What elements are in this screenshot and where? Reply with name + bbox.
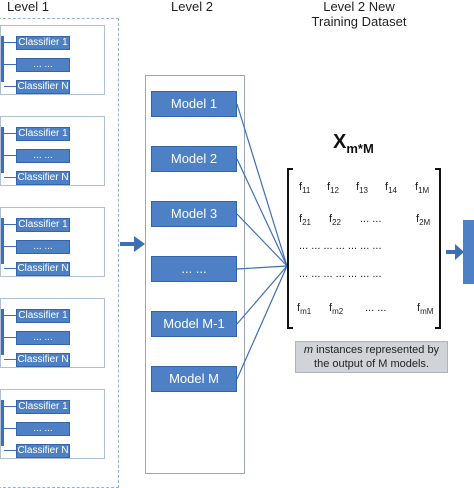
classifier-box: Classifier 1 <box>16 309 70 323</box>
classifier-box: Classifier 1 <box>16 127 70 141</box>
caption-emphasis: m <box>303 344 314 356</box>
arrow-level1-to-level2 <box>120 236 145 252</box>
matrix-cell: f14 <box>385 181 397 196</box>
group-bracket <box>1 127 4 173</box>
model-box-ellipsis: ... ... <box>151 256 237 282</box>
model-box-m: Model M <box>151 366 237 392</box>
classifier-box: Classifier N <box>16 353 70 367</box>
group-connector <box>4 268 16 269</box>
model-box-2: Model 2 <box>151 146 237 172</box>
group-connector <box>4 177 16 178</box>
classifier-box: Classifier 1 <box>16 400 70 414</box>
matrix-label: Xm*M <box>333 131 374 156</box>
matrix-cell: f1M <box>415 181 430 196</box>
group-connector <box>4 42 16 43</box>
matrix-cell: ... ... <box>365 302 387 314</box>
group-connector <box>4 315 16 316</box>
matrix-cell: fmM <box>417 302 434 317</box>
group-connector <box>4 224 16 225</box>
level2-new-header-line1: Level 2 New <box>323 0 395 14</box>
classifier-group: Classifier 1 ... ... Classifier N <box>0 298 105 368</box>
matrix-cell: f12 <box>327 181 339 196</box>
classifier-box: Classifier N <box>16 444 70 458</box>
classifier-group: Classifier 1 ... ... Classifier N <box>0 389 105 459</box>
classifier-box: ... ... <box>16 240 70 254</box>
group-connector <box>4 406 16 407</box>
group-connector <box>4 337 16 338</box>
level2-new-header: Level 2 New Training Dataset <box>299 0 419 29</box>
group-connector <box>4 359 16 360</box>
matrix-label-sub: m*M <box>346 141 374 156</box>
matrix-cell: ... ... ... ... ... ... ... <box>299 268 382 280</box>
classifier-box: Classifier 1 <box>16 218 70 232</box>
matrix-cell: fm1 <box>297 302 312 317</box>
group-connector <box>4 428 16 429</box>
group-connector <box>4 155 16 156</box>
matrix-caption: m instances represented by the output of… <box>295 341 448 373</box>
group-bracket <box>1 218 4 264</box>
group-connector <box>4 86 16 87</box>
classifier-box: Classifier N <box>16 171 70 185</box>
classifier-group: Classifier 1 ... ... Classifier N <box>0 207 105 277</box>
group-connector <box>4 133 16 134</box>
classifier-box: Classifier N <box>16 80 70 94</box>
group-connector <box>4 450 16 451</box>
matrix-cell: ... ... ... ... ... ... ... <box>299 240 382 252</box>
arrow-to-output <box>446 244 464 260</box>
group-bracket <box>1 400 4 446</box>
model-box-3: Model 3 <box>151 201 237 227</box>
level2-header: Level 2 <box>171 0 213 14</box>
matrix-cell: f11 <box>299 181 311 196</box>
classifier-box: ... ... <box>16 58 70 72</box>
classifier-box: ... ... <box>16 422 70 436</box>
output-block <box>463 220 474 284</box>
matrix-cell: ... ... <box>360 213 382 225</box>
matrix-cell: f21 <box>299 213 311 228</box>
classifier-group: Classifier 1 ... ... Classifier N <box>0 116 105 186</box>
classifier-box: ... ... <box>16 149 70 163</box>
model-box-1: Model 1 <box>151 91 237 117</box>
level2-new-header-line2: Training Dataset <box>311 14 407 29</box>
classifier-box: Classifier N <box>16 262 70 276</box>
model-box-m-1: Model M-1 <box>151 311 237 337</box>
group-bracket <box>1 309 4 355</box>
matrix-cell: f2M <box>416 213 431 228</box>
matrix-cell: fm2 <box>329 302 344 317</box>
level1-header: Level 1 <box>7 0 49 14</box>
classifier-box: ... ... <box>16 331 70 345</box>
caption-line1: instances represented by <box>313 344 440 356</box>
group-connector <box>4 64 16 65</box>
matrix-cell: f13 <box>356 181 368 196</box>
caption-line2: the output of M models. <box>314 358 429 370</box>
classifier-group: Classifier 1 ... ... Classifier N <box>0 25 105 95</box>
classifier-box: Classifier 1 <box>16 36 70 50</box>
matrix-cell: f22 <box>329 213 341 228</box>
group-bracket <box>1 36 4 82</box>
group-connector <box>4 246 16 247</box>
matrix-label-main: X <box>333 131 347 153</box>
